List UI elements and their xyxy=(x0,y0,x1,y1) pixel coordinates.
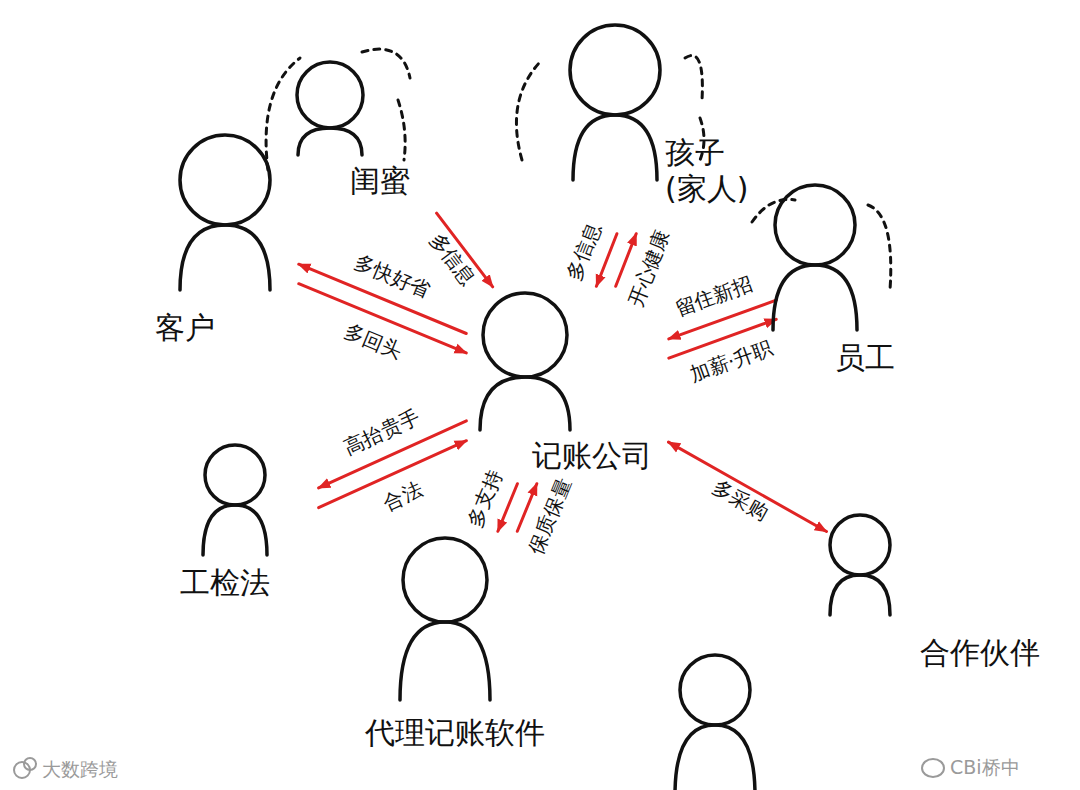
figure-body xyxy=(830,575,890,615)
node-label: 员工 xyxy=(835,340,895,376)
node-label: 孩子 (家人) xyxy=(665,135,765,207)
node-label: 客户 xyxy=(155,310,215,346)
watermark-icons xyxy=(14,758,944,778)
ghost-stroke xyxy=(516,62,540,160)
figure-head xyxy=(205,445,265,505)
edge-label: 多快好省 xyxy=(348,249,436,303)
figure-strokes xyxy=(480,293,570,430)
watermark: 大数跨境 xyxy=(42,757,118,783)
edge-label: 合法 xyxy=(377,477,428,517)
figure-body xyxy=(298,128,362,155)
figure-head xyxy=(483,293,567,377)
person-node: 闺蜜 xyxy=(285,35,450,210)
figure-strokes xyxy=(203,445,267,555)
edge-label: 高抬贵手 xyxy=(338,404,426,460)
node-label: 记账公司 xyxy=(532,438,652,474)
person-node: 员工 xyxy=(780,180,910,390)
ghost-stroke xyxy=(266,58,300,170)
person-node: 工检法 xyxy=(180,440,315,620)
figure-body xyxy=(400,622,490,700)
figure-body xyxy=(180,225,270,290)
ghost-stroke xyxy=(398,100,405,160)
figure-body xyxy=(675,725,755,790)
figure-strokes xyxy=(570,25,660,180)
figure-body xyxy=(773,265,857,330)
figure-head xyxy=(680,655,750,725)
ghost-stroke xyxy=(868,205,891,290)
wechat-icon xyxy=(922,759,944,777)
figure-strokes xyxy=(830,515,890,615)
figure-body xyxy=(573,115,657,180)
figure-head xyxy=(570,25,660,115)
node-label: 合作伙伴 xyxy=(920,635,1040,671)
figure-body xyxy=(480,377,570,430)
figure-body xyxy=(203,505,267,555)
ghost-stroke xyxy=(685,56,702,100)
figure-strokes xyxy=(297,62,363,155)
ghost-stroke xyxy=(362,49,410,78)
figure-head xyxy=(775,185,855,265)
figure-head xyxy=(830,515,890,575)
edge-label: 开心健康 xyxy=(622,225,675,313)
person-node: 记账公司 xyxy=(470,290,665,480)
figure-strokes xyxy=(773,185,857,330)
ghost-stroke xyxy=(752,199,795,222)
watermark: CBi桥中 xyxy=(950,755,1020,781)
red-arrow xyxy=(669,442,827,531)
node-label: 工检法 xyxy=(180,565,270,601)
node-label: 代理记账软件 xyxy=(365,715,545,751)
person-node: 孩子 (家人) xyxy=(565,15,775,230)
person-node: 客户 xyxy=(150,130,295,355)
logo-icon xyxy=(24,758,36,770)
figure-head xyxy=(180,135,270,225)
person-node: 代理记账软件 xyxy=(360,535,560,760)
figure-head xyxy=(403,538,487,622)
red-arrow xyxy=(498,484,518,532)
edge-label: 加薪·升职 xyxy=(684,335,779,388)
unlabeled-figure xyxy=(675,655,755,790)
edge-label: 保质保量 xyxy=(523,473,577,561)
figure-strokes xyxy=(180,135,270,290)
figure-head xyxy=(297,62,363,128)
figure-strokes xyxy=(400,538,490,700)
edge-label: 留住新招 xyxy=(670,271,759,322)
node-label: 闺蜜 xyxy=(350,163,410,199)
person-node: 合作伙伴 xyxy=(830,505,1065,695)
